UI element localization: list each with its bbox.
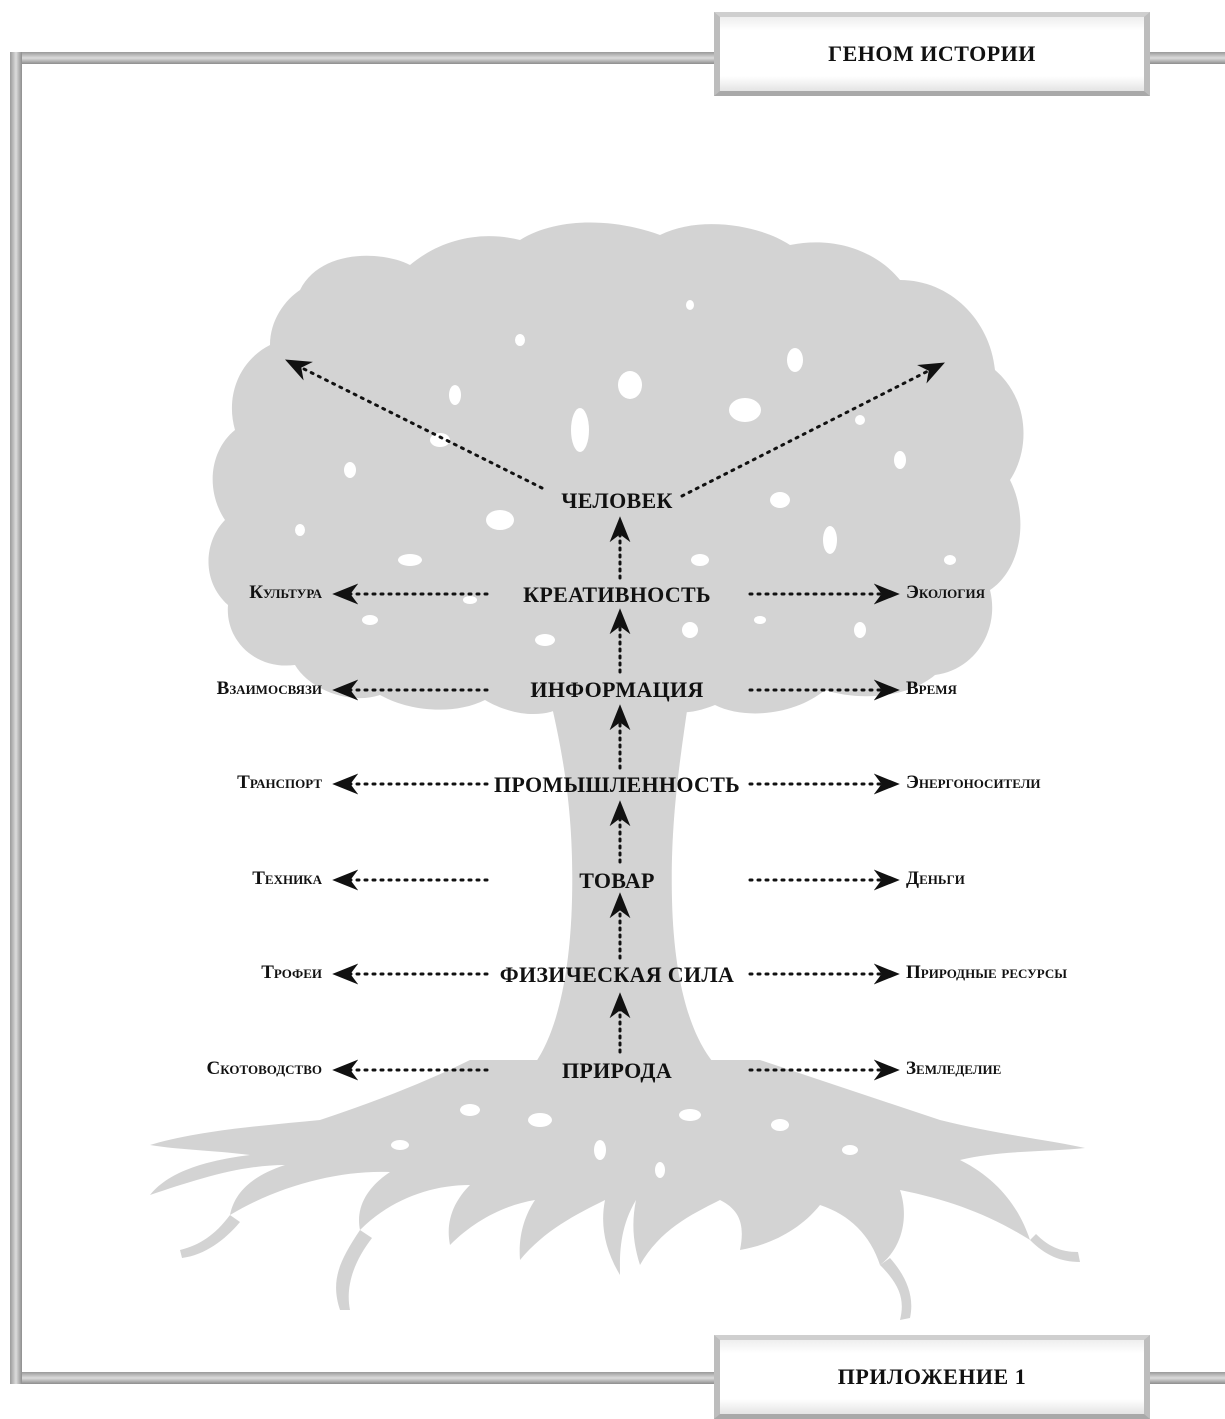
node-right: Земледелие bbox=[906, 1058, 1002, 1079]
node-center: ФИЗИЧЕСКАЯ СИЛА bbox=[499, 962, 735, 987]
node-center: КРЕАТИВНОСТЬ bbox=[523, 582, 711, 607]
node-center: ПРОМЫШЛЕННОСТЬ bbox=[493, 772, 741, 797]
node-left: Транспорт bbox=[237, 772, 322, 793]
arrow-up-left bbox=[285, 359, 544, 490]
diagonal-arrows bbox=[285, 359, 945, 498]
node-left: Трофеи bbox=[261, 962, 322, 983]
node-right: Время bbox=[906, 678, 957, 699]
tree-silhouette bbox=[150, 222, 1085, 1320]
header-title: ГЕНОМ ИСТОРИИ bbox=[828, 41, 1036, 66]
node-right: Экология bbox=[906, 582, 986, 603]
node-right: Деньги bbox=[906, 868, 965, 889]
node-center: ПРИРОДА bbox=[561, 1058, 673, 1083]
header-tab: ГЕНОМ ИСТОРИИ bbox=[714, 12, 1150, 96]
node-left: Скотоводство bbox=[206, 1058, 322, 1079]
node-right: Природные ресурсы bbox=[906, 962, 1068, 983]
tree-root-holes bbox=[391, 1104, 858, 1178]
arrow-up-right bbox=[680, 362, 945, 498]
node-center: ТОВАР bbox=[579, 868, 655, 893]
node-top: ЧЕЛОВЕК bbox=[561, 488, 673, 513]
node-center: ИНФОРМАЦИЯ bbox=[530, 677, 704, 702]
node-left: Культура bbox=[249, 582, 322, 603]
node-left: Взаимосвязи bbox=[216, 678, 322, 699]
node-left: Техника bbox=[252, 868, 322, 889]
footer-label: ПРИЛОЖЕНИЕ 1 bbox=[837, 1364, 1027, 1389]
side-arrows bbox=[332, 583, 900, 1081]
node-right: Энергоносители bbox=[906, 772, 1041, 793]
tree-foliage-holes bbox=[295, 300, 956, 646]
footer-tab: ПРИЛОЖЕНИЕ 1 bbox=[714, 1335, 1150, 1419]
